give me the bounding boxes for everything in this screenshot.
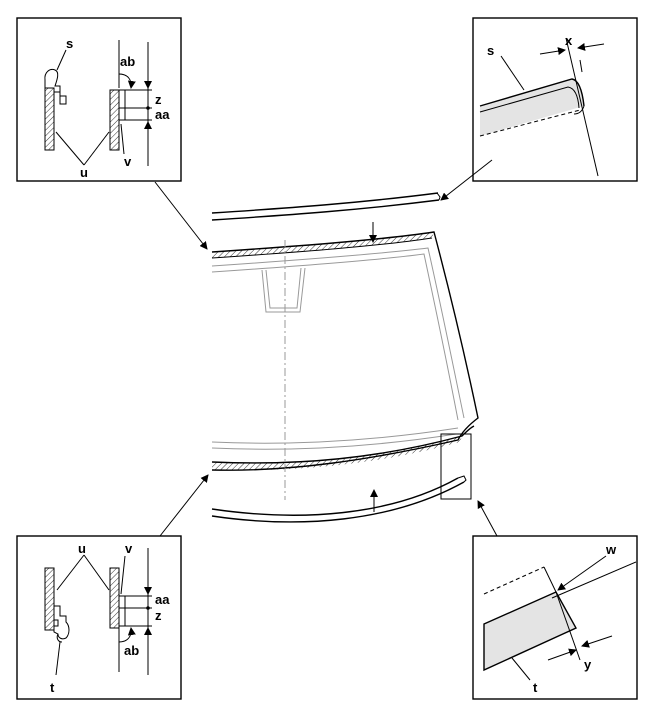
windshield-glass [211,231,479,471]
lower-molding-strip [211,477,459,516]
label-s: s [66,36,73,51]
label-x: x [565,33,573,48]
label-v: v [124,154,132,169]
windshield-main [211,192,479,523]
label-v-bottom: v [125,541,133,556]
top-molding-strip [211,192,439,214]
label-t: t [50,680,55,695]
leader-arrows [154,159,498,537]
label-w: w [605,542,617,557]
label-aa-bottom: aa [155,592,170,607]
label-z: z [155,92,162,107]
label-y: y [584,657,592,672]
label-aa: aa [155,107,170,122]
label-ab-bottom: ab [124,643,139,658]
label-u: u [80,165,88,180]
detail-top-left: s ab z aa v u [16,17,182,182]
detail-bottom-right: w y t [472,535,638,700]
detail-bottom-left: u v aa z ab t [16,535,182,700]
label-s-detail: s [487,43,494,58]
label-ab: ab [120,54,135,69]
label-z-bottom: z [155,608,162,623]
label-u-bottom: u [78,541,86,556]
detail-top-right: s x [472,17,638,182]
label-t-detail: t [533,680,538,695]
